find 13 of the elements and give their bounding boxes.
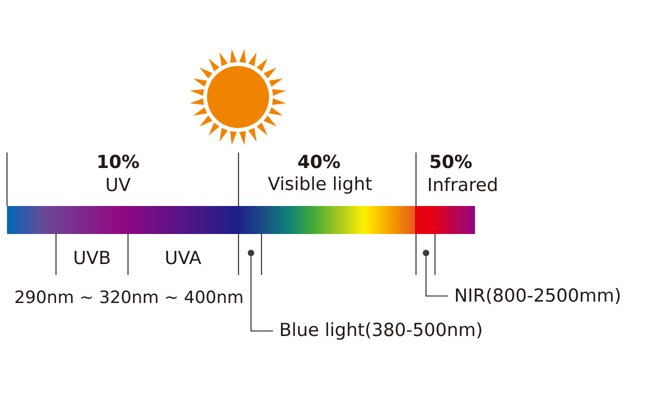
percentage-label: 40%: [298, 154, 340, 168]
callout-text: NIR(800-2500mm): [456, 288, 620, 304]
band-label: UVB: [74, 250, 110, 264]
band-label: Infrared: [428, 177, 497, 192]
band-label: Visible light: [268, 176, 372, 194]
percentage-label: 10%: [98, 154, 139, 168]
percentage-label: 50%: [430, 154, 472, 168]
leader-line: [425, 256, 448, 297]
band-label: UVA: [166, 250, 202, 264]
leader-line: [250, 256, 273, 332]
callout-text: Blue light(380-500nm): [280, 322, 482, 340]
wavelength-scale: 290nm ∼ 320nm ∼ 400nm: [16, 290, 242, 304]
band-label: UV: [106, 178, 131, 192]
